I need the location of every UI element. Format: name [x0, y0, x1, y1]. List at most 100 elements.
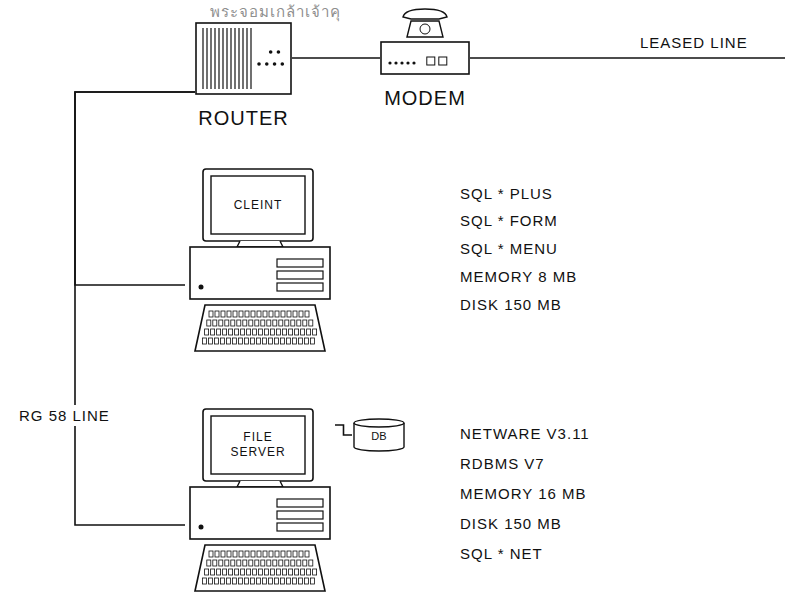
monitor-case — [203, 409, 313, 481]
key — [303, 320, 307, 326]
router-vent — [218, 28, 219, 89]
key — [292, 578, 296, 584]
key — [219, 320, 223, 326]
key — [249, 560, 253, 566]
modem-box: MODEM — [380, 7, 470, 110]
key — [307, 569, 311, 575]
key — [291, 320, 295, 326]
router-led — [273, 62, 277, 66]
key — [253, 329, 257, 335]
router-vent — [226, 28, 227, 89]
key — [249, 320, 253, 326]
key — [233, 311, 237, 317]
router-led — [265, 62, 269, 66]
router-led — [257, 62, 261, 66]
key — [293, 551, 297, 557]
key — [304, 578, 308, 584]
key — [291, 560, 295, 566]
cylinder-top — [354, 419, 404, 427]
screen-text: FILE SERVER — [228, 430, 288, 460]
key — [247, 329, 251, 335]
keyboard — [195, 305, 325, 351]
key — [281, 551, 285, 557]
key — [289, 569, 293, 575]
key — [221, 551, 225, 557]
key — [313, 569, 317, 575]
key — [268, 338, 272, 344]
key — [277, 569, 281, 575]
router-vent — [210, 28, 211, 89]
modem-led — [388, 61, 391, 64]
pc-illustration — [185, 165, 335, 360]
key — [305, 311, 309, 317]
device-name: ROUTER — [195, 107, 292, 130]
key — [227, 311, 231, 317]
spec-label: DISK 150 MB — [460, 515, 562, 532]
key — [245, 551, 249, 557]
router-vent — [222, 28, 223, 89]
key — [274, 578, 278, 584]
key — [221, 311, 225, 317]
key — [247, 569, 251, 575]
key — [253, 569, 257, 575]
phone-dial — [420, 24, 430, 34]
key — [220, 578, 224, 584]
key — [214, 578, 218, 584]
key — [297, 560, 301, 566]
key — [295, 329, 299, 335]
modem-led — [406, 61, 409, 64]
key — [313, 329, 317, 335]
key — [301, 329, 305, 335]
key — [268, 578, 272, 584]
router-led — [281, 62, 285, 66]
key — [280, 578, 284, 584]
key — [263, 551, 267, 557]
key — [283, 329, 287, 335]
key — [235, 569, 239, 575]
key — [233, 551, 237, 557]
network-cable — [75, 92, 195, 525]
key — [209, 311, 213, 317]
key — [299, 551, 303, 557]
router-vent — [206, 28, 207, 89]
software-label: SQL * PLUS — [460, 185, 553, 202]
monitor-screen — [211, 176, 305, 234]
key — [208, 578, 212, 584]
client-computer: CLEINT — [185, 165, 335, 360]
key — [241, 329, 245, 335]
key — [273, 320, 277, 326]
spec-label: MEMORY 8 MB — [460, 268, 577, 285]
key — [259, 329, 263, 335]
key — [287, 551, 291, 557]
key — [271, 569, 275, 575]
key — [277, 329, 281, 335]
spec-label: MEMORY 16 MB — [460, 485, 586, 502]
keyboard — [195, 545, 325, 591]
key — [307, 329, 311, 335]
key — [229, 569, 233, 575]
network-cable — [292, 57, 380, 59]
router-case — [196, 23, 291, 94]
phone-base — [407, 21, 443, 37]
key — [281, 311, 285, 317]
key — [305, 551, 309, 557]
key — [303, 560, 307, 566]
key — [214, 338, 218, 344]
key — [273, 560, 277, 566]
key — [245, 311, 249, 317]
router-vent — [238, 28, 239, 89]
key — [280, 338, 284, 344]
router-vent — [250, 28, 251, 89]
key — [232, 338, 236, 344]
router-box: ROUTER — [195, 22, 292, 130]
modem-led — [400, 61, 403, 64]
key — [275, 551, 279, 557]
phone-handset — [403, 9, 447, 19]
cable-label: RG 58 LINE — [16, 405, 113, 426]
router-vent — [230, 28, 231, 89]
software-label: SQL * FORM — [460, 212, 558, 229]
key — [256, 578, 260, 584]
monitor-case — [203, 169, 313, 241]
line-label: LEASED LINE — [640, 34, 748, 51]
